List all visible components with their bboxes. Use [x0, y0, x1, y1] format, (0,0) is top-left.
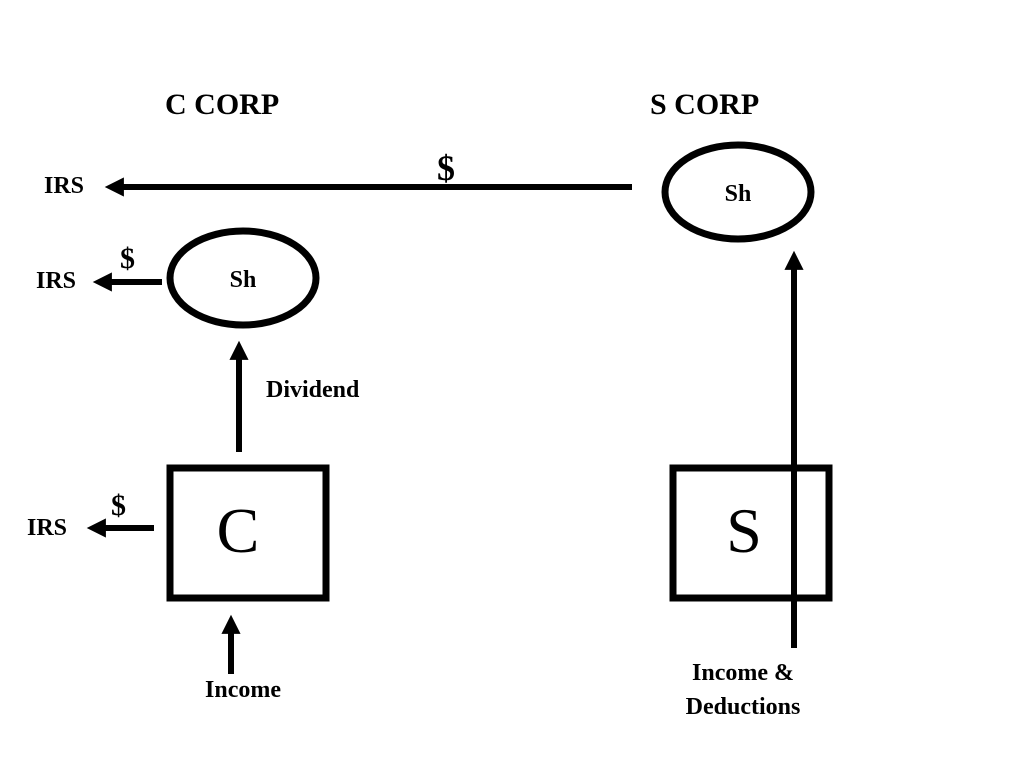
s-shareholder-ellipse — [661, 141, 815, 243]
c-corp-irs-label: IRS — [27, 515, 67, 541]
s-corp-heading: S CORP — [650, 88, 759, 121]
c-shareholder-dollar-sign: $ — [120, 242, 135, 275]
c-shareholder-ellipse — [166, 227, 320, 329]
s-corp-box-letter: S — [726, 495, 762, 566]
s-irs-label: IRS — [44, 173, 84, 199]
s-income-label-line2: Deductions — [686, 694, 801, 720]
c-corp-box — [166, 464, 330, 602]
s-corp-box — [669, 464, 833, 602]
s-income-label-line1: Income & — [692, 660, 794, 686]
c-corp-heading: C CORP — [165, 88, 279, 121]
c-corp-dollar-sign: $ — [111, 489, 126, 522]
c-shareholder-irs-label: IRS — [36, 268, 76, 294]
c-corp-box-letter: C — [217, 495, 260, 566]
c-income-label: Income — [205, 677, 281, 703]
c-dividend-label: Dividend — [266, 377, 360, 403]
s-tax-dollar-sign: $ — [437, 148, 455, 188]
c-shareholder-label: Sh — [230, 267, 257, 293]
s-shareholder-label: Sh — [725, 181, 752, 207]
